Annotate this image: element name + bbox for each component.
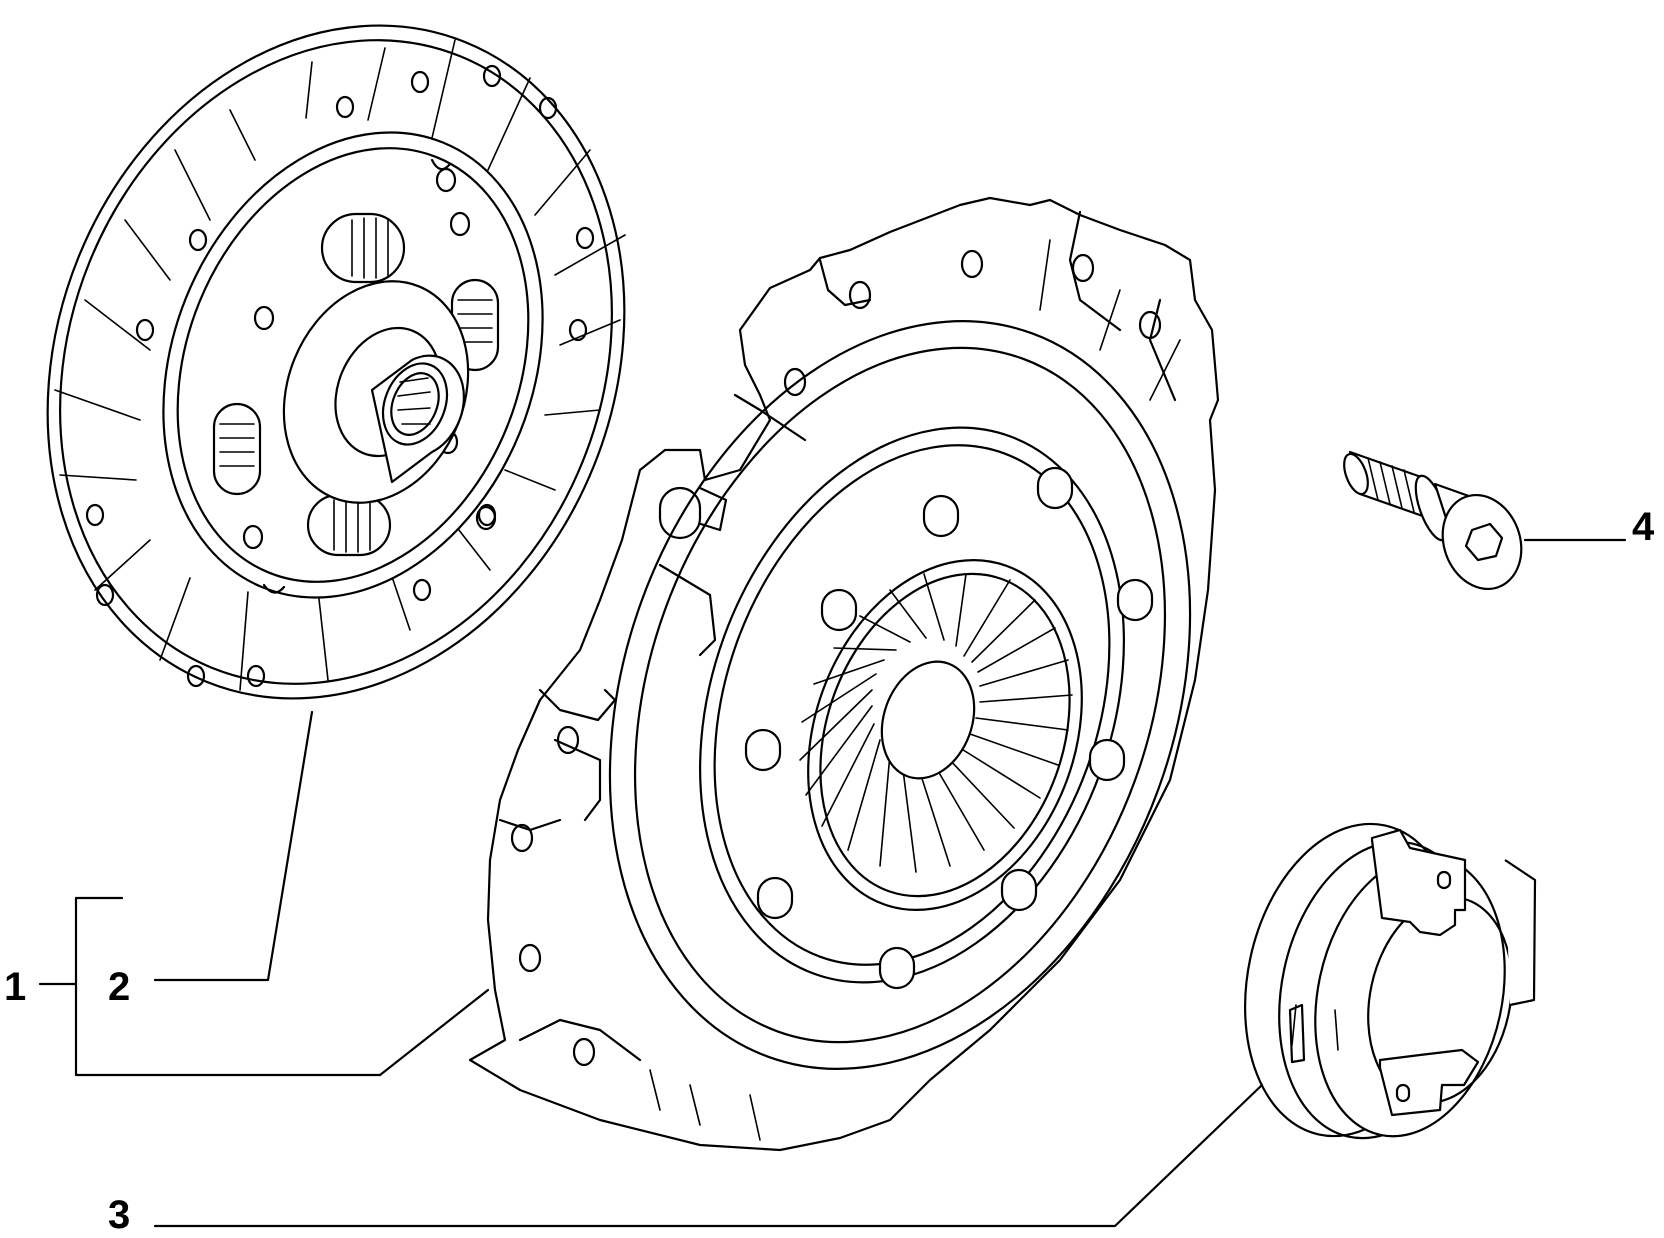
clutch-disc bbox=[46, 24, 626, 700]
diaphragm-fingers bbox=[799, 573, 1073, 873]
leader-lines bbox=[38, 538, 1627, 1228]
callout-2: 2 bbox=[108, 965, 130, 1009]
release-bearing bbox=[1244, 822, 1537, 1140]
cover-bolt-bosses bbox=[744, 466, 1154, 990]
callout-1: 1 bbox=[4, 965, 26, 1009]
leader-2 bbox=[153, 710, 314, 982]
socket-head-bolt bbox=[1343, 450, 1523, 591]
callout-4: 4 bbox=[1632, 505, 1655, 549]
pressure-plate-assembly bbox=[468, 196, 1220, 1152]
damper-springs bbox=[212, 212, 500, 557]
leader-3 bbox=[153, 1083, 1264, 1228]
callout-3: 3 bbox=[108, 1193, 130, 1233]
leader-1 bbox=[38, 896, 490, 1077]
